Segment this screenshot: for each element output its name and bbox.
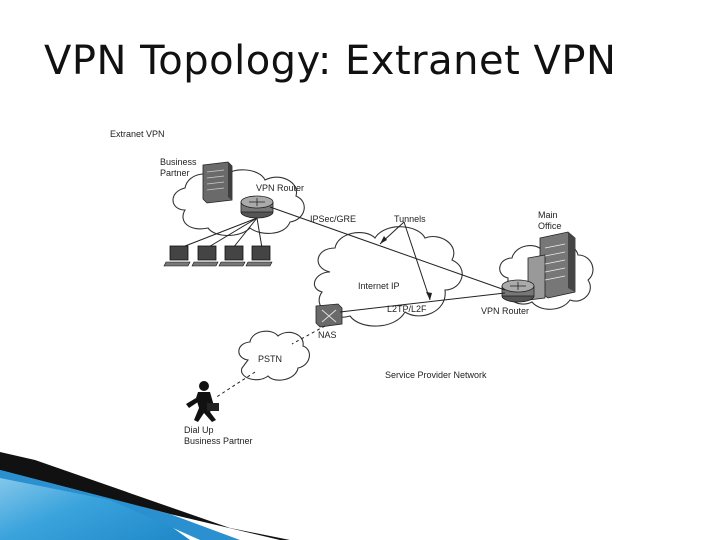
slide-decoration <box>0 452 290 540</box>
main-office-label: Office <box>538 221 561 231</box>
diagram-heading: Extranet VPN <box>110 129 165 139</box>
service-provider-label: Service Provider Network <box>385 370 487 380</box>
business-partner-server-icon <box>202 161 233 204</box>
business-partner-label: Partner <box>160 168 190 178</box>
vpn-router-right-icon <box>501 279 535 303</box>
tunnels-label: Tunnels <box>394 214 426 224</box>
laptop-icon <box>163 245 191 267</box>
main-office-label: Main <box>538 210 558 220</box>
dial-up-user-icon <box>186 381 219 422</box>
vpn-router-top-label: VPN Router <box>256 183 304 193</box>
ipsec-gre-label: IPSec/GRE <box>310 214 356 224</box>
pstn-label: PSTN <box>258 354 282 364</box>
main-office-building-icon <box>527 231 576 301</box>
business-partner-label: Business <box>160 157 197 167</box>
laptop-icon <box>245 245 273 267</box>
nas-icon <box>315 303 343 328</box>
l2tp-label: L2TP/L2F <box>387 304 427 314</box>
dial-up-label: Dial Up <box>184 425 214 435</box>
laptop-icon <box>191 245 219 267</box>
laptop-icon <box>218 245 246 267</box>
nas-label: NAS <box>318 330 337 340</box>
dial-up-label: Business Partner <box>184 436 253 446</box>
vpn-router-right-label: VPN Router <box>481 306 529 316</box>
vpn-router-top-icon <box>240 195 274 219</box>
internet-ip-label: Internet IP <box>358 281 400 291</box>
slide-title: VPN Topology: Extranet VPN <box>44 38 617 84</box>
pstn-cloud <box>238 330 310 381</box>
